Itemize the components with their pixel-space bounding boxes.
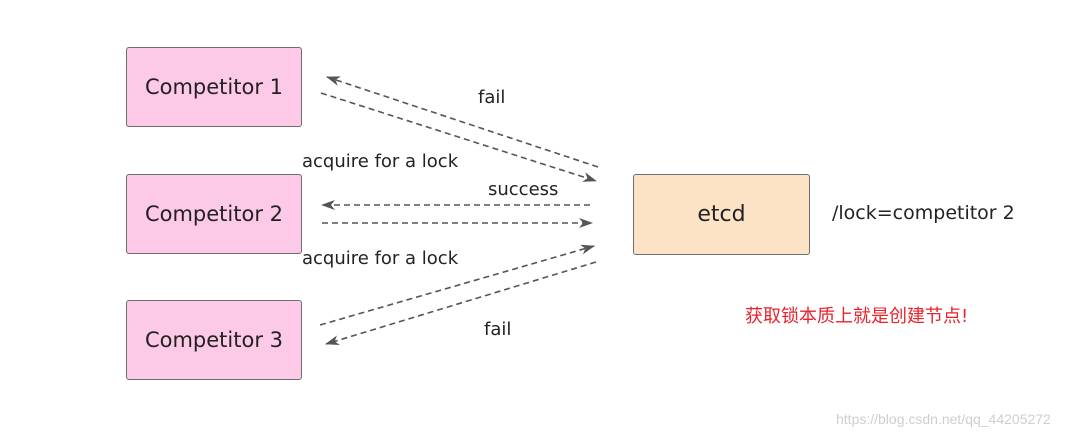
acquire-label-1: acquire for a lock	[302, 151, 459, 172]
fail-label-bottom: fail	[484, 319, 512, 340]
arrow-acquire-from-competitor-3	[319, 244, 595, 326]
competitor-1-label: Competitor 1	[144, 75, 284, 99]
fail-label-top: fail	[478, 87, 506, 108]
competitor-2-node: Competitor 2	[126, 174, 302, 254]
competitor-3-node: Competitor 3	[126, 300, 302, 380]
competitor-1-node: Competitor 1	[126, 47, 302, 127]
etcd-node: etcd	[633, 174, 810, 255]
arrow-fail-to-competitor-3	[325, 261, 597, 346]
acquire-label-2: acquire for a lock	[302, 248, 459, 269]
etcd-label: etcd	[697, 202, 746, 227]
watermark: https://blog.csdn.net/qq_44205272	[836, 411, 1051, 427]
competitor-2-label: Competitor 2	[144, 202, 284, 226]
arrow-fail-to-competitor-1	[326, 76, 599, 168]
success-label: success	[488, 179, 559, 200]
annotation-note: 获取锁本质上就是创建节点!	[745, 306, 969, 327]
arrow-acquire-from-competitor-1	[320, 92, 597, 182]
lock-state-label: /lock=competitor 2	[832, 202, 1015, 224]
competitor-3-label: Competitor 3	[144, 328, 284, 352]
